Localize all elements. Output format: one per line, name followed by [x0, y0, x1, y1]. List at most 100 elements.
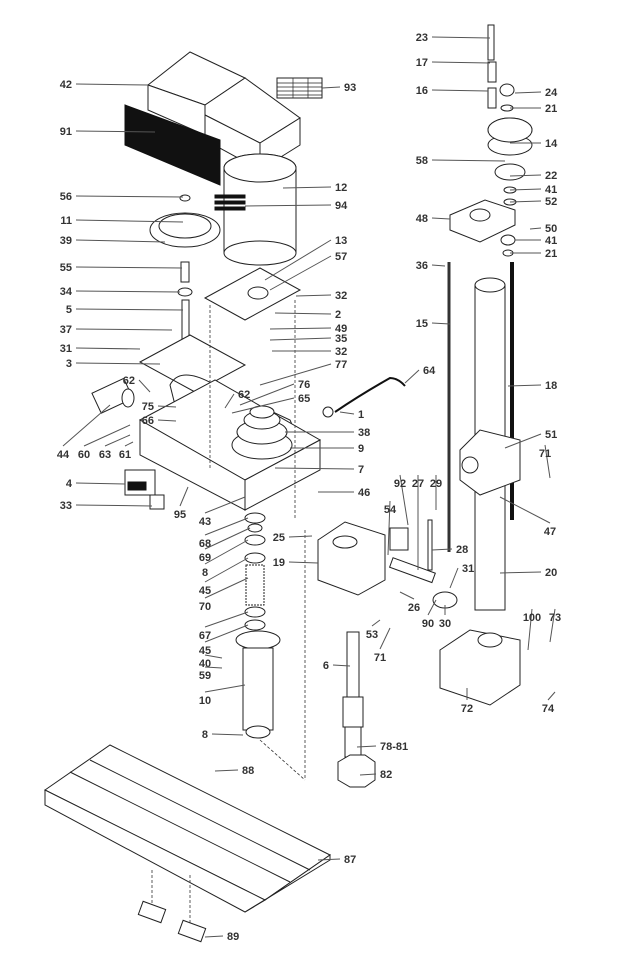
pulley-cover-base: [138, 334, 247, 393]
part-number-label: 60: [78, 449, 90, 461]
part-callout: 28: [431, 544, 468, 556]
part-number-label: 50: [545, 223, 557, 235]
part-number-label: 51: [545, 429, 557, 441]
part-callout: 19: [273, 557, 319, 569]
leader-line: [288, 561, 319, 564]
leader-line: [204, 935, 224, 938]
leader-line: [259, 363, 332, 386]
part-number-label: 71: [374, 652, 386, 664]
leader-line: [75, 239, 166, 243]
part-callout: 25: [273, 532, 313, 544]
part-callout: 24: [514, 87, 558, 99]
part-callout: 45: [199, 557, 249, 597]
part-callout: 11: [60, 215, 184, 227]
part-callout: 76: [239, 379, 310, 406]
head-cover: [146, 51, 301, 171]
part-number-label: 10: [199, 695, 211, 707]
part-callout: 38: [285, 427, 370, 439]
part-callout: 21: [510, 103, 557, 115]
leader-line: [138, 379, 151, 393]
leader-line: [204, 557, 249, 583]
leader-line: [214, 769, 239, 772]
leader-line: [274, 312, 332, 315]
part-callout: 50: [529, 223, 557, 235]
leader-line: [387, 500, 391, 556]
part-number-label: 32: [335, 290, 347, 302]
part-callout: 34: [60, 286, 181, 298]
part-callout: 20: [499, 567, 557, 579]
part-number-label: 67: [199, 630, 211, 642]
part-number-label: 76: [298, 379, 310, 391]
part-number-label: 65: [298, 393, 310, 405]
part-number-label: 70: [199, 601, 211, 613]
part-number-label: 29: [430, 478, 442, 490]
part-callout: 53: [366, 619, 381, 641]
part-callout: 5: [66, 304, 184, 316]
part-callout: 17: [416, 57, 491, 69]
motor-plate: [203, 267, 302, 321]
part-callout: 32: [295, 290, 347, 302]
column-base-block: [439, 629, 521, 706]
part-callout: 70: [199, 577, 249, 613]
leader-line: [62, 404, 111, 447]
leader-line: [204, 527, 251, 550]
part-number-label: 94: [335, 200, 348, 212]
leader-line: [75, 482, 126, 485]
part-number-label: 91: [60, 126, 72, 138]
power-cord: [322, 376, 406, 418]
part-number-label: 46: [358, 487, 370, 499]
leader-line: [317, 858, 341, 861]
top-cap-assembly: [487, 24, 533, 206]
part-callout: 67: [199, 611, 249, 642]
leader-line: [244, 204, 332, 207]
table-bracket: [459, 429, 521, 496]
part-callout: 90: [422, 599, 437, 630]
part-callout: 94: [244, 200, 348, 212]
leader-line: [509, 200, 542, 203]
part-number-label: 15: [416, 318, 428, 330]
part-callout: 95: [174, 486, 189, 521]
part-number-label: 12: [335, 182, 347, 194]
leader-line: [75, 362, 161, 365]
leader-line: [75, 328, 173, 331]
part-number-label: 24: [545, 87, 558, 99]
part-number-label: 53: [366, 629, 378, 641]
leader-line: [157, 419, 177, 422]
part-callout: 77: [259, 359, 347, 386]
part-number-label: 58: [416, 155, 428, 167]
leader-line: [356, 745, 377, 748]
part-number-label: 69: [199, 552, 211, 564]
part-number-label: 82: [380, 769, 392, 781]
leader-line: [269, 337, 332, 341]
part-callout: 61: [119, 441, 134, 461]
part-number-label: 19: [273, 557, 285, 569]
part-number-label: 11: [60, 215, 72, 227]
leader-line: [204, 517, 249, 536]
part-callout: 49: [269, 323, 347, 335]
part-callout: 8: [202, 729, 244, 741]
leader-line: [75, 347, 141, 350]
part-number-label: 63: [99, 449, 111, 461]
part-callout: 46: [318, 487, 370, 499]
part-number-label: 100: [523, 612, 541, 624]
leader-line: [431, 159, 506, 162]
leader-line: [431, 264, 446, 267]
leader-line: [431, 217, 451, 220]
part-callout: 30: [439, 605, 451, 630]
leader-line: [104, 434, 131, 447]
part-number-label: 43: [199, 516, 211, 528]
leader-line: [75, 266, 183, 269]
part-callout: 54: [384, 500, 397, 556]
part-callout: 71: [539, 444, 551, 479]
leader-line: [75, 195, 184, 198]
dashed-assembly-lines: [151, 300, 306, 924]
part-callout: 10: [199, 684, 246, 707]
part-callout: 72: [461, 688, 473, 715]
leader-line: [427, 599, 437, 616]
leader-line: [399, 474, 409, 526]
leader-line: [431, 36, 491, 39]
part-number-label: 36: [416, 260, 428, 272]
part-callout: 51: [504, 429, 557, 449]
part-number-label: 31: [60, 343, 72, 355]
part-number-label: 93: [344, 82, 356, 94]
